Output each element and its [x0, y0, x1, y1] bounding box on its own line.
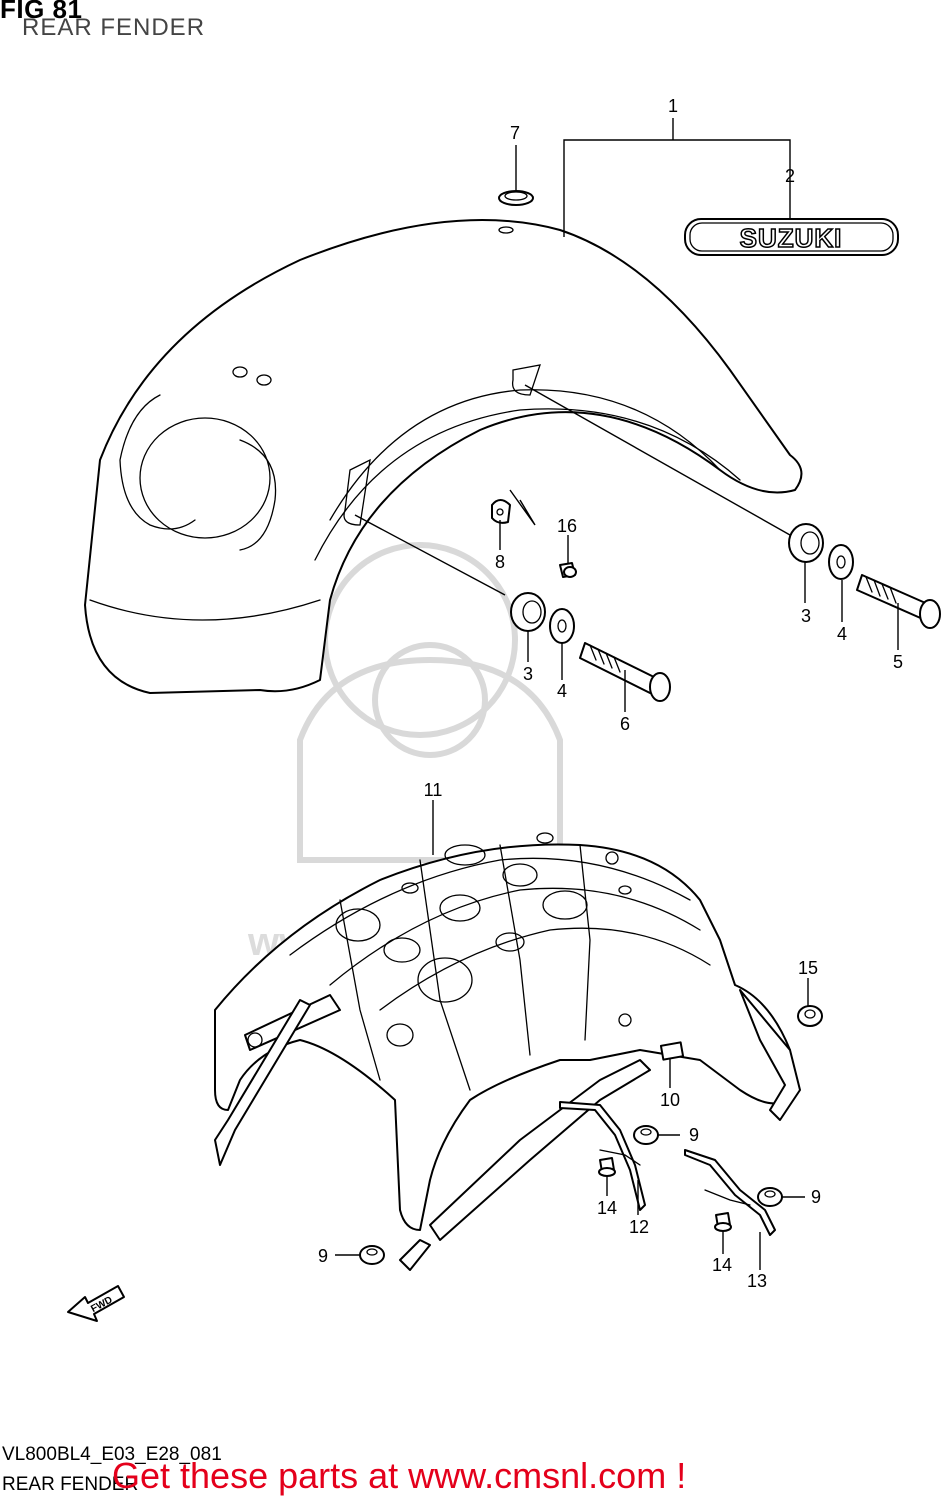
- figure-number: FIG 81: [0, 0, 83, 24]
- bolt-6: [579, 642, 671, 702]
- washer-4-right: [828, 544, 854, 580]
- screw-16: [559, 562, 577, 578]
- callout-3-left: 3: [523, 664, 533, 684]
- nut-9-b: [757, 1187, 783, 1207]
- figure-title: REAR FENDER: [22, 14, 206, 41]
- callout-2: 2: [785, 166, 795, 186]
- rear-fender: [84, 219, 803, 694]
- callout-3-right: 3: [801, 606, 811, 626]
- callout-15: 15: [798, 958, 818, 978]
- bolt-5: [856, 574, 941, 629]
- callout-10: 10: [660, 1090, 680, 1110]
- shop-link[interactable]: Get these parts at www.cmsnl.com !: [112, 1455, 687, 1496]
- nut-15: [797, 1005, 823, 1027]
- model-code: VL800BL4_E03_E28_081: [2, 1444, 222, 1465]
- callout-4-left: 4: [557, 681, 567, 701]
- collar-3-left: [510, 592, 546, 632]
- collar-3-right: [788, 523, 824, 563]
- washer-4-left: [549, 608, 575, 644]
- callouts: 1 2 7 3 4 5 3 4 6 8 16 11 15 10 9 9 9 12…: [318, 96, 903, 1291]
- wire-13: [684, 1149, 776, 1236]
- callout-16: 16: [557, 516, 577, 536]
- callout-14-a: 14: [597, 1198, 617, 1218]
- nut-9-c: [359, 1245, 385, 1265]
- footer-title: REAR FENDER: [2, 1474, 139, 1495]
- callout-6: 6: [620, 714, 630, 734]
- callout-4-right: 4: [837, 624, 847, 644]
- callout-9-b: 9: [811, 1187, 821, 1207]
- clip-8: [491, 499, 511, 524]
- wire-12: [559, 1101, 646, 1211]
- callout-14-b: 14: [712, 1255, 732, 1275]
- callout-5: 5: [893, 652, 903, 672]
- suzuki-emblem: SUZUKI: [684, 218, 899, 256]
- callout-9-c: 9: [318, 1246, 328, 1266]
- callout-13: 13: [747, 1271, 767, 1291]
- callout-8: 8: [495, 552, 505, 572]
- screw-14-a: [598, 1157, 616, 1177]
- forward-arrow-text: FWD: [89, 1295, 114, 1315]
- leader-lines: [335, 118, 899, 1270]
- callout-11: 11: [424, 780, 443, 800]
- emblem-text: SUZUKI: [740, 223, 843, 253]
- forward-arrow: FWD: [67, 1285, 125, 1322]
- screw-14-b: [714, 1212, 732, 1232]
- callout-7: 7: [510, 123, 520, 143]
- callout-9-a: 9: [689, 1125, 699, 1145]
- callout-12: 12: [629, 1217, 649, 1237]
- grommet-7: [498, 190, 534, 206]
- callout-1: 1: [668, 96, 678, 116]
- fender-brackets: [214, 989, 801, 1271]
- nut-9-a: [633, 1125, 659, 1145]
